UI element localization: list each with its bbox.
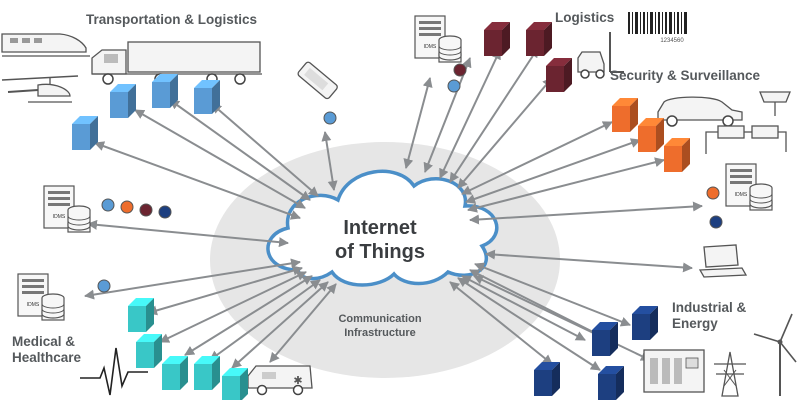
device-box bbox=[546, 58, 572, 92]
status-dot bbox=[158, 205, 172, 219]
server-icon bbox=[414, 15, 462, 63]
server-icon bbox=[17, 273, 65, 321]
barcode-icon: 1234560 bbox=[628, 12, 687, 44]
power-tower-icon bbox=[714, 351, 746, 397]
heartbeat-icon bbox=[80, 347, 148, 396]
device-box bbox=[526, 22, 552, 56]
ambulance-icon: ✱ bbox=[247, 365, 313, 396]
car-icon bbox=[657, 96, 743, 127]
helicopter-icon bbox=[1, 75, 79, 103]
arrow bbox=[321, 131, 338, 191]
server-label: IDMS bbox=[735, 192, 748, 198]
arrow bbox=[469, 201, 703, 225]
svg-text:✱: ✱ bbox=[293, 375, 302, 387]
forklift-icon bbox=[577, 32, 624, 79]
device-box bbox=[110, 84, 136, 118]
infrastructure-label-line1: Communication bbox=[338, 313, 421, 325]
factory-machine-icon bbox=[643, 349, 705, 393]
server-icon bbox=[725, 163, 773, 211]
device-box bbox=[484, 22, 510, 56]
status-dot bbox=[139, 203, 153, 217]
cloud-title-line2: of Things bbox=[335, 241, 425, 263]
camera-icon bbox=[759, 91, 791, 116]
device-box bbox=[136, 334, 162, 368]
device-box bbox=[612, 98, 638, 132]
arrow bbox=[211, 103, 319, 197]
handheld-device-icon bbox=[297, 61, 338, 100]
server-label: IDMS bbox=[424, 44, 437, 50]
server-label: IDMS bbox=[27, 302, 40, 308]
wind-turbine-icon bbox=[753, 313, 797, 396]
device-box bbox=[664, 138, 690, 172]
industrial-sector: Industrial & Energy bbox=[643, 244, 797, 397]
logistics-sector: Logistics 1234560 IDMS bbox=[414, 10, 687, 79]
arrow bbox=[473, 275, 651, 361]
status-dots bbox=[97, 63, 723, 293]
arrow bbox=[87, 219, 289, 248]
industrial-title-line2: Energy bbox=[672, 316, 718, 331]
device-box bbox=[222, 368, 248, 400]
arrow bbox=[134, 109, 306, 209]
logistics-title: Logistics bbox=[555, 10, 614, 25]
device-box bbox=[534, 362, 560, 396]
status-dot bbox=[101, 198, 115, 212]
device-box bbox=[162, 356, 188, 390]
medical-sector: Medical & Healthcare ✱ IDMS bbox=[12, 273, 313, 396]
medical-title-line2: Healthcare bbox=[12, 350, 82, 365]
barcode-number: 1234560 bbox=[660, 38, 684, 44]
device-box bbox=[598, 366, 624, 400]
device-box bbox=[152, 74, 178, 108]
status-dot bbox=[706, 186, 720, 200]
server-icon bbox=[43, 185, 91, 233]
status-dot bbox=[323, 111, 337, 125]
arrow bbox=[485, 249, 693, 273]
status-dot bbox=[97, 279, 111, 293]
status-dot bbox=[120, 200, 134, 214]
transportation-title: Transportation & Logistics bbox=[86, 12, 257, 27]
security-title: Security & Surveillance bbox=[610, 68, 761, 83]
status-dot bbox=[453, 63, 467, 77]
transportation-sector: Transportation & Logistics bbox=[1, 12, 338, 103]
arrow bbox=[269, 283, 337, 363]
arrow bbox=[169, 99, 311, 201]
device-box bbox=[638, 118, 664, 152]
device-box bbox=[128, 298, 154, 332]
status-dot bbox=[709, 215, 723, 229]
sensor-network-icon bbox=[705, 125, 787, 154]
status-dot bbox=[447, 79, 461, 93]
cloud-title-line1: Internet bbox=[343, 217, 417, 239]
device-icons bbox=[72, 22, 690, 400]
connection-arrows bbox=[84, 47, 703, 371]
infrastructure-label-line2: Infrastructure bbox=[344, 327, 416, 339]
device-box bbox=[592, 322, 618, 356]
train-icon bbox=[1, 33, 90, 57]
device-box bbox=[194, 356, 220, 390]
medical-title-line1: Medical & bbox=[12, 334, 75, 349]
industrial-title-line1: Industrial & bbox=[672, 300, 747, 315]
laptop-icon bbox=[698, 244, 748, 278]
device-box bbox=[194, 80, 220, 114]
security-sector: Security & Surveillance IDMS bbox=[610, 68, 791, 211]
arrow bbox=[457, 77, 553, 189]
server-label: IDMS bbox=[53, 214, 66, 220]
device-box bbox=[632, 306, 658, 340]
device-box bbox=[72, 116, 98, 150]
